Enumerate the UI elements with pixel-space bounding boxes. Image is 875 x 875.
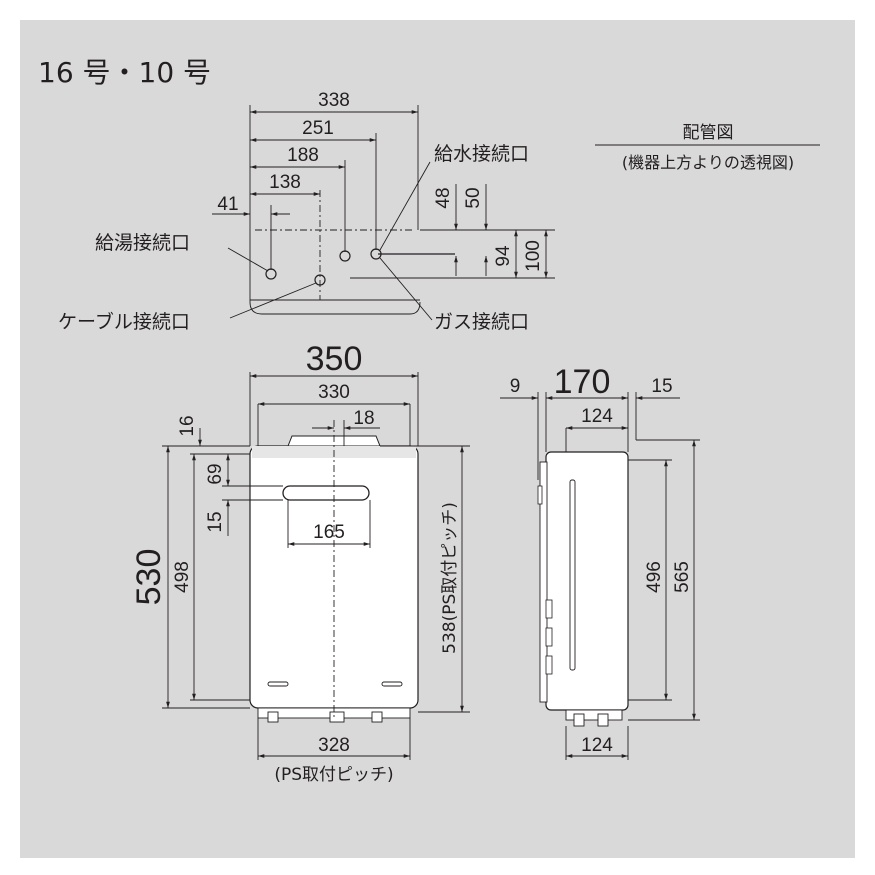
side-vent — [545, 627, 553, 647]
side-vent — [545, 655, 553, 675]
drawing-panel — [20, 20, 855, 858]
dim-330: 330 — [318, 382, 350, 403]
fitting — [371, 711, 383, 723]
side-tab — [537, 485, 543, 505]
front-vent-left — [267, 681, 289, 687]
dim-350: 350 — [306, 340, 363, 378]
piping-outline — [249, 230, 421, 315]
dim-94: 94 — [493, 245, 514, 267]
dim-18: 18 — [353, 408, 374, 429]
leader-hot-water — [227, 247, 269, 272]
exhaust-slot — [282, 485, 370, 501]
dim-16: 16 — [177, 415, 198, 436]
dim-328: 328 — [318, 735, 350, 756]
ps-pitch-label: (PS取付ピッチ) — [274, 765, 393, 785]
water-supply-port-icon — [339, 250, 351, 262]
piping-heading: 配管図 — [683, 123, 734, 143]
dim-538-ps-pitch: 538(PS取付ピッチ) — [440, 502, 460, 654]
side-fittings — [565, 709, 623, 721]
dim-188: 188 — [287, 145, 319, 166]
leader-water-supply — [379, 161, 431, 251]
side-mount — [539, 461, 548, 703]
side-body — [545, 451, 629, 711]
dim-15-side: 15 — [651, 376, 672, 397]
side-slot — [569, 479, 576, 671]
dim-530: 530 — [130, 549, 168, 606]
fitting — [329, 711, 345, 723]
dim-496: 496 — [644, 561, 665, 593]
dim-9: 9 — [510, 376, 521, 397]
fitting — [597, 713, 609, 727]
dim-50: 50 — [463, 187, 484, 208]
dim-170: 170 — [554, 363, 611, 401]
dim-100: 100 — [523, 240, 544, 272]
label-cable: ケーブル接続口 — [58, 310, 190, 333]
dim-124-top: 124 — [581, 406, 613, 427]
side-view: 170 9 15 124 496 565 124 — [500, 363, 700, 760]
dim-48: 48 — [433, 187, 454, 208]
dim-69: 69 — [205, 463, 226, 484]
side-vent — [545, 599, 553, 619]
page-title: 16 号・10 号 — [38, 56, 211, 89]
dim-41: 41 — [217, 194, 238, 215]
label-gas: ガス接続口 — [434, 311, 529, 333]
dim-498: 498 — [172, 561, 193, 593]
fitting — [267, 711, 279, 723]
dim-124-bottom: 124 — [581, 735, 613, 756]
leader-cable — [229, 282, 317, 319]
label-hot-water: 給湯接続口 — [95, 232, 190, 254]
dim-138: 138 — [269, 172, 301, 193]
fitting — [573, 713, 585, 727]
dim-165: 165 — [313, 522, 345, 543]
dim-15: 15 — [205, 511, 226, 532]
dim-338: 338 — [318, 90, 350, 111]
piping-subheading: (機器上方よりの透視図) — [622, 153, 794, 172]
front-vent-right — [381, 681, 403, 687]
dim-251: 251 — [302, 118, 334, 139]
piping-diagram: 配管図 (機器上方よりの透視図) 338 251 188 138 41 — [58, 90, 820, 333]
front-view: 350 330 18 16 69 15 165 530 498 — [130, 340, 470, 785]
dim-565: 565 — [672, 561, 693, 593]
label-water-supply: 給水接続口 — [434, 143, 529, 165]
leader-gas — [379, 257, 433, 321]
